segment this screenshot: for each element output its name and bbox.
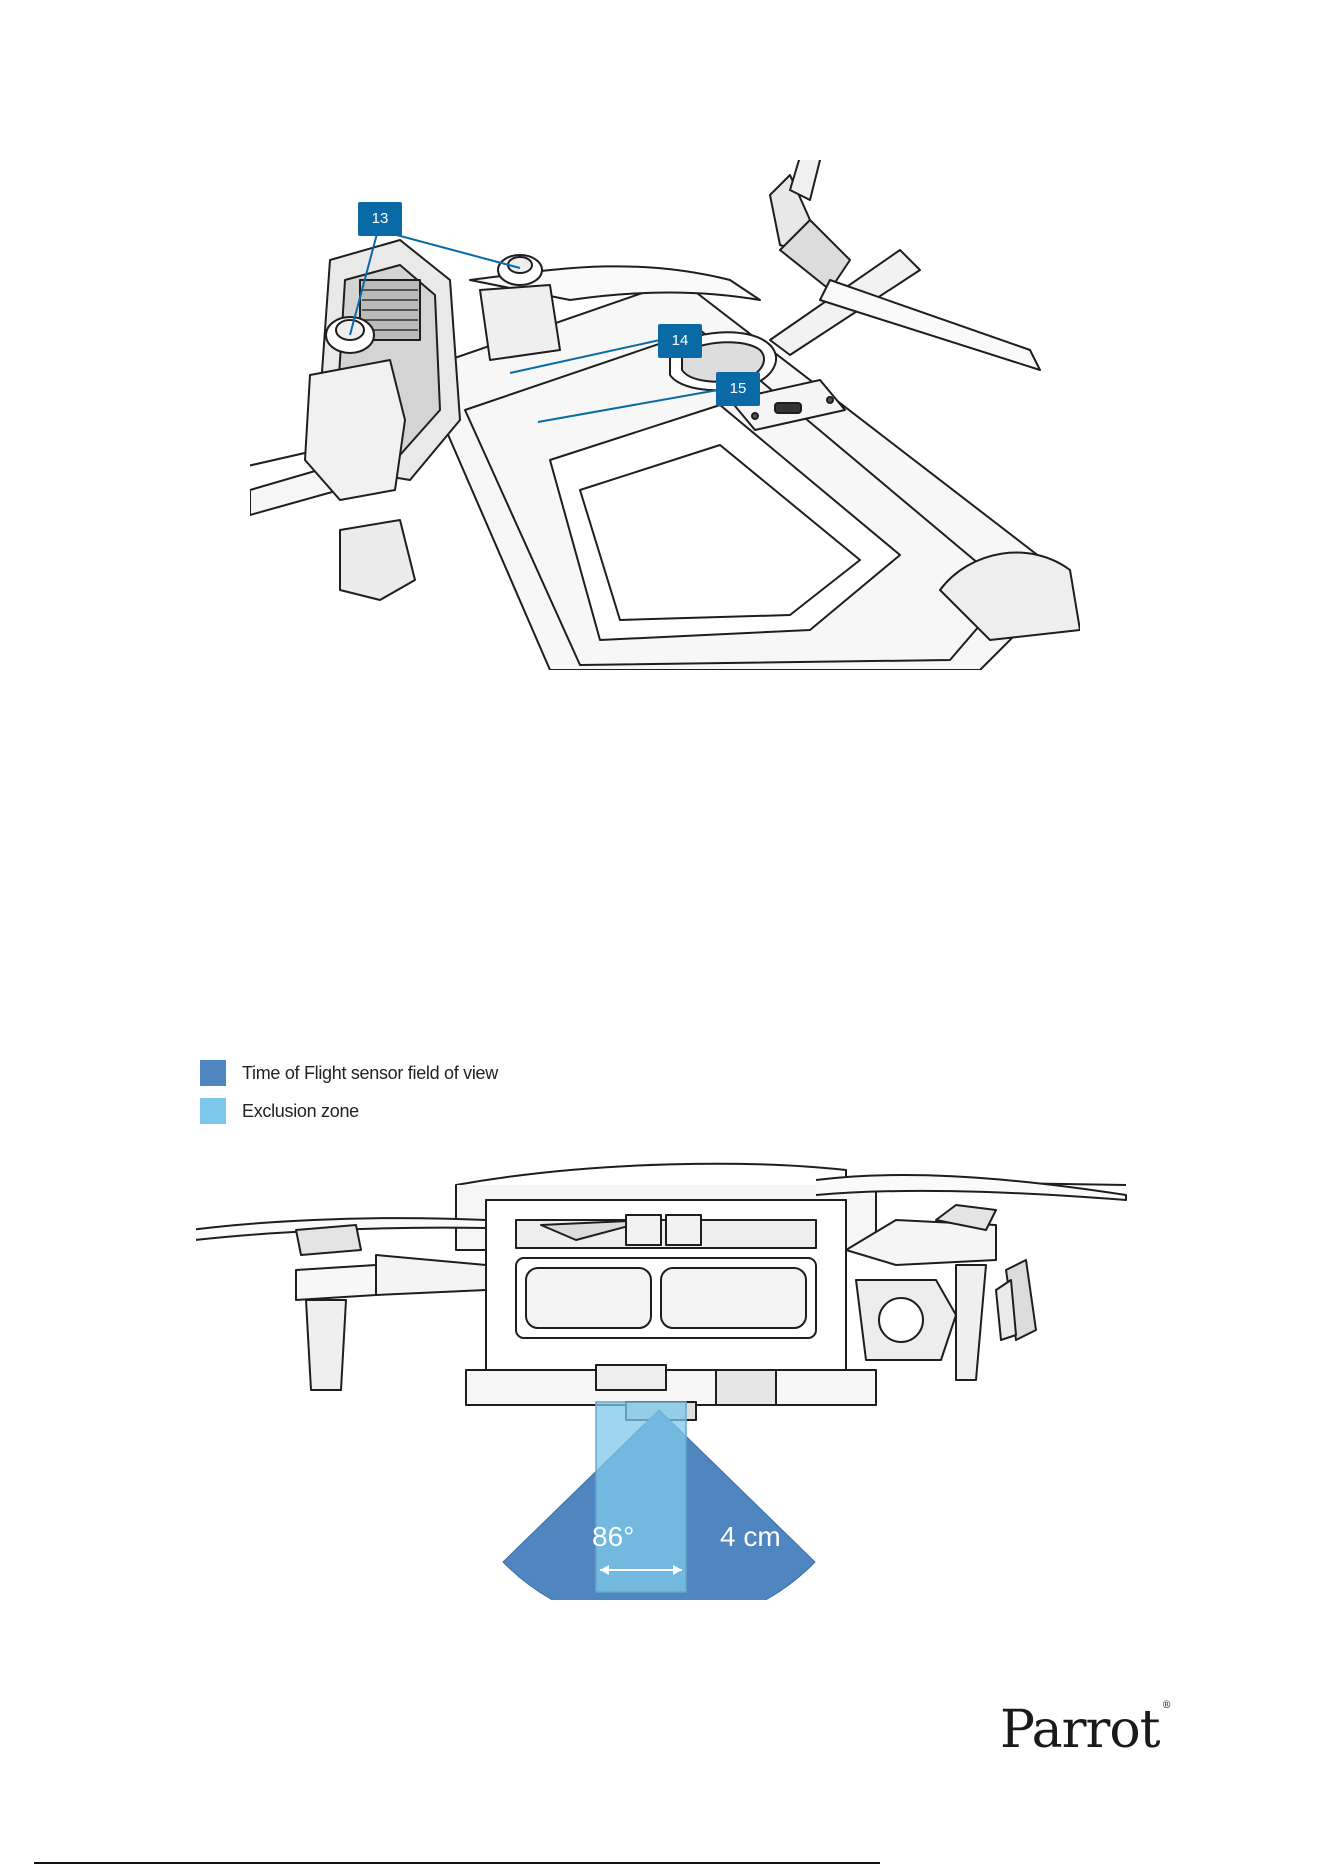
parrot-logo: Parrot® [1000,1700,1171,1760]
legend-fov-label: Time of Flight sensor field of view [242,1063,498,1084]
legend-fov: Time of Flight sensor field of view [200,1060,498,1086]
callout-14: 14 [658,324,702,358]
width-label: 4 cm [720,1521,781,1553]
drone-top-illustration [250,160,1080,670]
legend-exclusion-label: Exclusion zone [242,1101,359,1122]
angle-label: 86° [592,1521,634,1553]
exclusion-zone [596,1402,686,1592]
legend-exclusion-swatch [200,1098,226,1124]
footer-rule [34,1862,880,1864]
drone-side-illustration [196,1140,1136,1600]
brand-name: Parrot [1000,1700,1160,1760]
legend-exclusion: Exclusion zone [200,1098,359,1124]
legend-fov-swatch [200,1060,226,1086]
brand-registered-mark: ® [1162,1700,1171,1711]
callout-15: 15 [716,372,760,406]
callout-13: 13 [358,202,402,236]
